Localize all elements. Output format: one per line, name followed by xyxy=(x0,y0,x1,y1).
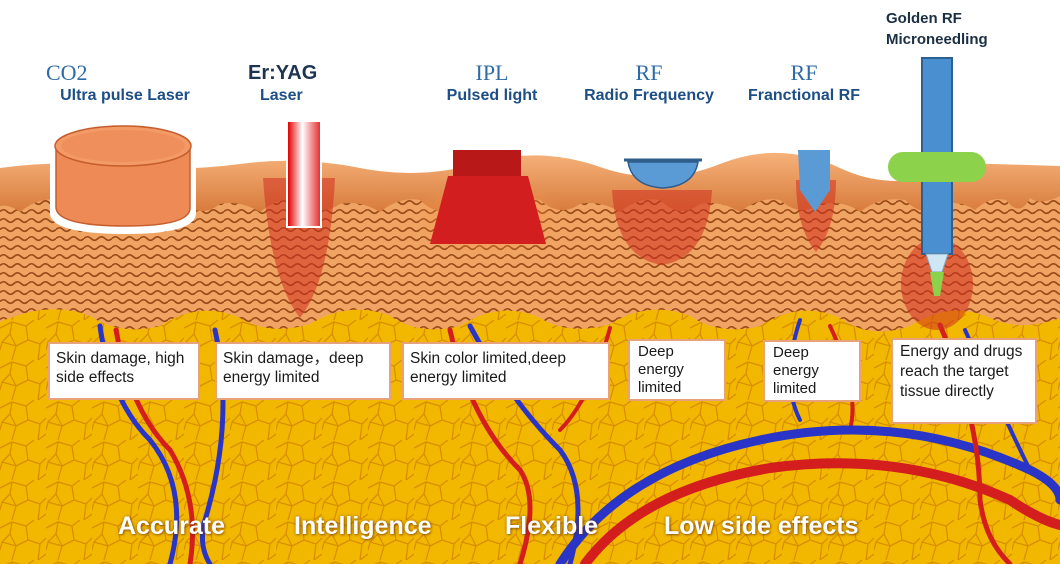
frf-abbr: RF xyxy=(790,60,818,85)
slogan-intelligence: Intelligence xyxy=(294,512,432,540)
fractional-tip-icon xyxy=(798,150,830,212)
golden-rf-title: Golden RF Microneedling xyxy=(886,8,988,50)
frf-limitation-box: Deep energy limited xyxy=(763,340,861,402)
frf-title: RF Franctional RF xyxy=(736,60,872,106)
co2-limitation-box: Skin damage, high side effects xyxy=(48,342,200,400)
rf-title: RF Radio Frequency xyxy=(572,60,726,106)
eryag-limitation-box: Skin damage，deep energy limited xyxy=(215,342,391,400)
ipl-limitation-box: Skin color limited,deep energy limited xyxy=(402,342,610,400)
rf-energy-zone xyxy=(612,190,712,265)
eryag-abbr: Er:YAG xyxy=(248,62,318,84)
cylinder-laser-head-icon xyxy=(50,125,196,234)
laser-beam-icon xyxy=(286,120,322,228)
ipl-name: Pulsed light xyxy=(446,87,538,104)
slogan-flexible: Flexible xyxy=(505,512,599,540)
rf-abbr: RF xyxy=(635,60,663,85)
rf-name: Radio Frequency xyxy=(584,87,714,104)
microneedle-icon xyxy=(888,57,986,296)
ipl-abbr: IPL xyxy=(475,60,509,85)
co2-abbr: CO2 xyxy=(46,60,88,85)
golden-line1: Golden RF xyxy=(886,10,962,27)
light-block-icon xyxy=(430,150,546,244)
dermis-layer xyxy=(0,190,1060,332)
eryag-name: Laser xyxy=(260,87,303,104)
eryag-title: Er:YAG Laser xyxy=(248,60,358,106)
golden-line2: Microneedling xyxy=(886,31,988,48)
golden-benefit-box: Energy and drugs reach the target tissue… xyxy=(891,338,1037,424)
rf-limitation-box: Deep energy limited xyxy=(628,339,726,401)
frf-name: Franctional RF xyxy=(747,87,860,104)
ipl-title: IPL Pulsed light xyxy=(430,60,554,106)
co2-title: CO2 Ultra pulse Laser xyxy=(40,60,210,106)
co2-name: Ultra pulse Laser xyxy=(60,87,190,104)
slogan-accurate: Accurate xyxy=(118,512,225,540)
slogan-low-side-effects: Low side effects xyxy=(664,512,859,540)
rf-dome-icon xyxy=(624,158,702,189)
